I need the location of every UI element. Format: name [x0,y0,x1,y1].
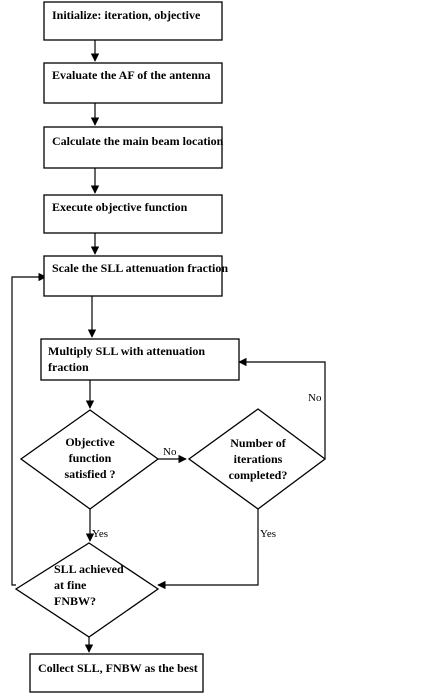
text-main-beam: Calculate the main beam location [52,134,224,148]
node-line: at fine [54,578,87,592]
node-line: Calculate the main beam location [52,134,224,148]
text-scale: Scale the SLL attenuation fraction [52,261,228,275]
node-line: Initialize: iteration, objective [52,8,201,22]
box-multiply [40,338,240,381]
node-line: function [69,451,112,465]
node-line: iterations [234,452,283,466]
text-objective: Objective function satisfied ? [65,435,116,481]
text-init: Initialize: iteration, objective [52,8,201,22]
node-line: Evaluate the AF of the antenna [52,68,211,82]
edge-sll-no-loop [11,272,47,586]
node-line: Execute objective function [52,200,188,214]
node-line: satisfied ? [65,467,116,481]
edge-iterations-yes [157,509,259,590]
text-iterations: Number of iterations completed? [229,436,288,482]
box-collect [29,653,204,693]
box-evaluate [43,62,223,104]
text-multiply: Multiply SLL with attenuation fraction [48,344,205,374]
edge-iterations-no-loop [238,357,326,459]
label-iterations-no: No [308,392,322,404]
text-evaluate: Evaluate the AF of the antenna [52,68,211,82]
node-line: Multiply SLL with attenuation [48,344,205,358]
node-line: Objective [65,435,115,449]
node-line: fraction [48,360,89,374]
text-execute: Execute objective function [52,200,188,214]
box-execute [43,194,223,234]
text-collect: Collect SLL, FNBW as the best [38,661,198,675]
label-iterations-yes: Yes [260,528,276,540]
diamond-objective [19,409,160,510]
diamond-iterations [187,408,327,510]
box-init [43,1,223,41]
node-line: FNBW? [54,594,96,608]
label-objective-yes: Yes [92,528,108,540]
node-line: completed? [229,468,288,482]
node-line: Number of [230,436,286,450]
node-line: Collect SLL, FNBW as the best [38,661,198,675]
node-line: SLL achieved [54,562,124,576]
box-main-beam [43,126,223,169]
box-scale [43,255,223,297]
node-line: Scale the SLL attenuation fraction [52,261,228,275]
label-objective-no: No [163,446,177,458]
diamond-sll [14,542,160,638]
